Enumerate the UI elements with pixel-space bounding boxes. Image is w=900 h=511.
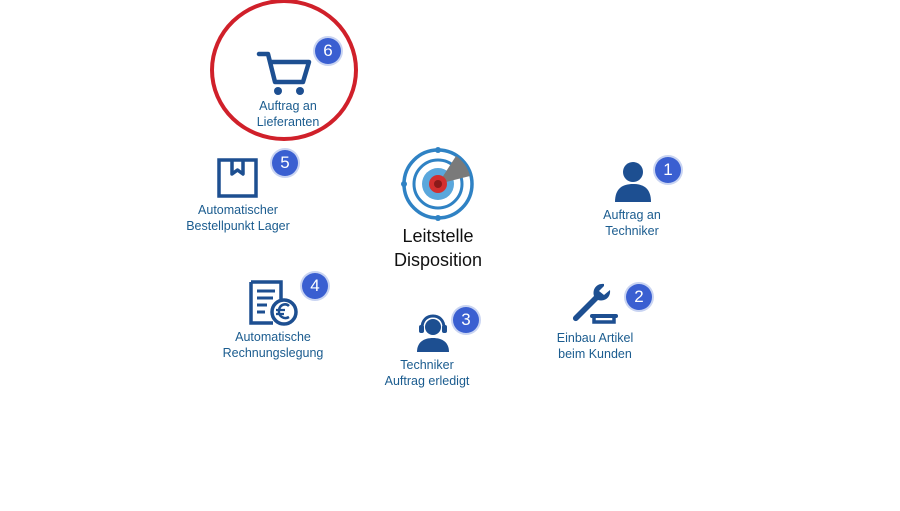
box-icon <box>217 158 258 198</box>
step-number-badge: 6 <box>315 38 341 64</box>
shopping-cart-icon <box>256 51 312 95</box>
step-number-badge: 4 <box>302 273 328 299</box>
step-label: Auftrag an Lieferanten <box>256 99 320 129</box>
invoice-euro-icon <box>249 280 298 326</box>
step-number-badge: 2 <box>626 284 652 310</box>
step-number-badge: 5 <box>272 150 298 176</box>
wrench-icon <box>572 283 618 324</box>
center-title: Leitstelle Disposition <box>393 226 483 270</box>
person-icon <box>615 162 651 202</box>
step-label: Einbau Artikel beim Kunden <box>556 331 634 361</box>
step-label: Automatische Rechnungslegung <box>222 330 324 360</box>
step-number-badge: 1 <box>655 157 681 183</box>
step-number-badge: 3 <box>453 307 479 333</box>
radar-target-icon <box>401 147 474 221</box>
headset-person-icon <box>417 314 449 352</box>
step-label: Auftrag an Techniker <box>603 208 661 238</box>
step-label: Techniker Auftrag erledigt <box>384 358 470 388</box>
step-label: Automatischer Bestellpunkt Lager <box>186 203 290 233</box>
highlight-circle <box>210 0 358 141</box>
